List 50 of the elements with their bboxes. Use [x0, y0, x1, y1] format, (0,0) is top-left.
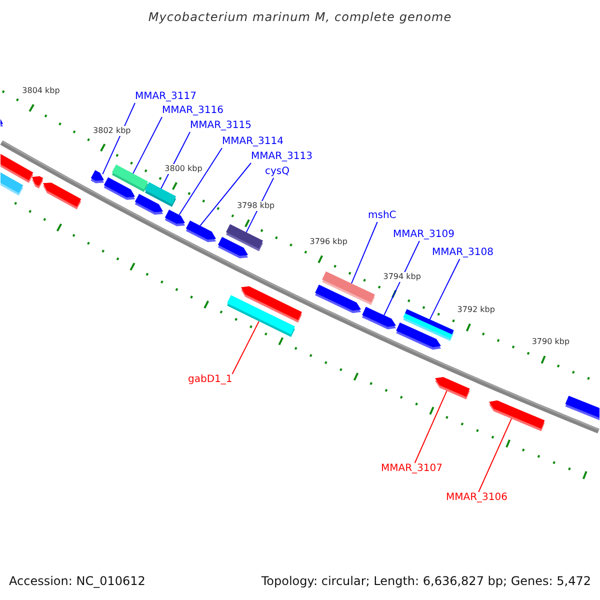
- gene-bar: [226, 224, 263, 252]
- gene-label: MMAR_3116: [162, 105, 224, 117]
- leader-line: [232, 320, 260, 374]
- gene-label: MMAR_3106: [446, 492, 508, 504]
- gene-bar: [0, 172, 24, 196]
- leader-line: [102, 102, 136, 175]
- gene-label: cysQ: [265, 166, 290, 178]
- gene-bar: [144, 182, 176, 207]
- gene-block: [164, 210, 185, 226]
- leader-line: [351, 222, 378, 284]
- scale-label: 3804 kbp: [22, 86, 60, 96]
- gene-block: [43, 182, 82, 210]
- scale-label: 3790 kbp: [532, 337, 570, 348]
- gene-label: gabD1_1: [188, 374, 232, 386]
- gene-bar: [112, 164, 148, 192]
- map-title: Mycobacterium marinum M, complete genome: [148, 10, 452, 25]
- gene-bar: [322, 271, 375, 306]
- gene-block: [0, 119, 3, 126]
- gene-bar: [403, 309, 454, 342]
- gene-label: MMAR_3117: [135, 91, 196, 103]
- gene-label: MMAR_3108: [432, 247, 494, 259]
- gene-block: [565, 396, 600, 420]
- leader-line: [429, 258, 460, 320]
- accession-text: Accession: NC_010612: [9, 574, 146, 589]
- gene-label: MMAR_3107: [381, 463, 442, 475]
- gene-block: [186, 220, 216, 242]
- leader-line: [200, 162, 252, 226]
- genome-stats-text: Topology: circular; Length: 6,636,827 bp; Genes: 5,472: [261, 574, 591, 589]
- gene-label: MMAR_3113: [251, 151, 312, 163]
- gene-label: MMAR_3109: [393, 229, 454, 241]
- scale-label: 3798 kbp: [236, 201, 275, 212]
- scale-label: 3802 kbp: [93, 126, 131, 136]
- leader-line: [132, 116, 162, 174]
- gene-block: [362, 306, 396, 330]
- gene-block: [435, 377, 470, 400]
- gene-label: MMAR_3115: [190, 120, 252, 132]
- scale-label: 3796 kbp: [310, 237, 348, 248]
- leader-line: [384, 240, 420, 316]
- scale-label: 3794 kbp: [383, 272, 421, 282]
- leader-line: [178, 148, 222, 216]
- gene-block: [90, 170, 104, 184]
- gene-block: [489, 400, 545, 432]
- scale-label: 3800 kbp: [164, 164, 202, 174]
- leader-line: [478, 418, 512, 492]
- gene-block: [32, 176, 44, 188]
- scale-label: 3792 kbp: [457, 305, 495, 316]
- gene-block: [241, 286, 302, 323]
- gene-label: MMAR_3114: [222, 136, 284, 148]
- leader-line: [414, 390, 448, 464]
- gene-label: mshC: [368, 210, 396, 222]
